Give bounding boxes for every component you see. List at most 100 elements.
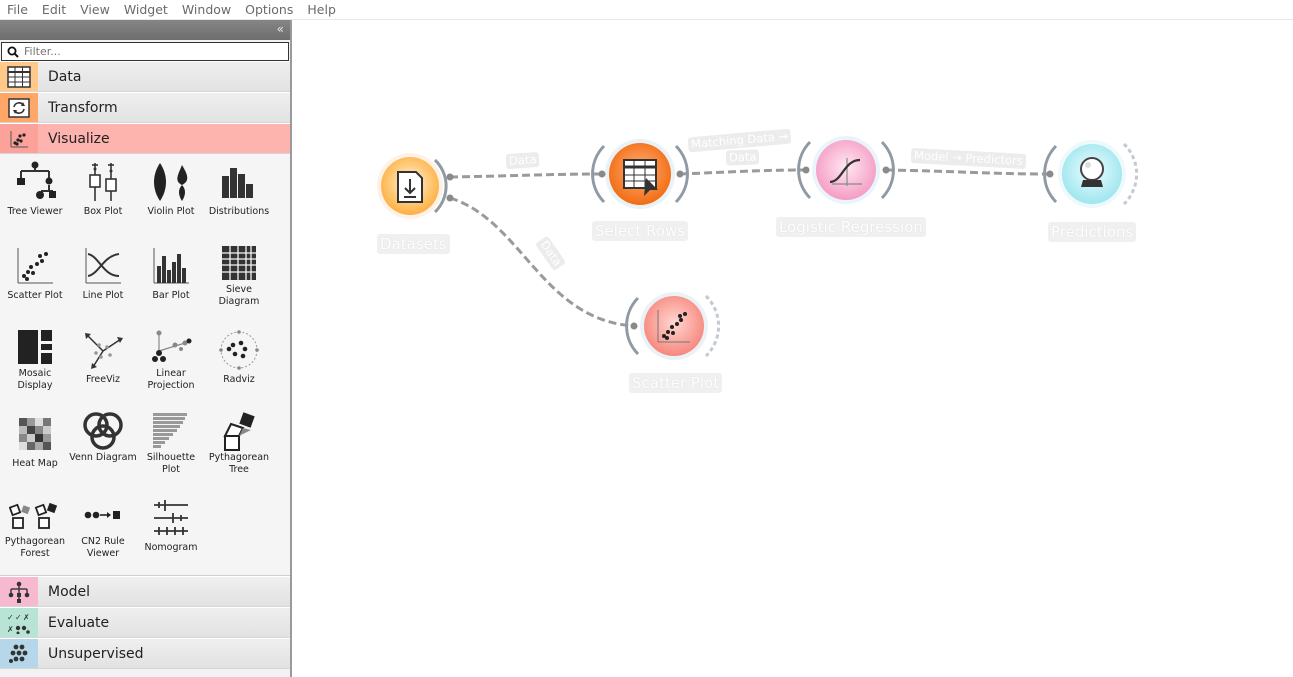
category-label: Transform [48,99,118,116]
widget-label: Pythagorean Tree [208,452,270,475]
box-plot-icon [69,158,137,206]
widget-pythagorean-tree[interactable]: Pythagorean Tree [205,406,273,490]
widget-linear-projection[interactable]: Linear Projection [137,322,205,406]
node-select-rows[interactable] [591,139,689,209]
radviz-icon [205,326,273,374]
widget-distributions[interactable]: Distributions [205,154,273,238]
mosaic-display-icon [1,326,69,368]
collapse-toolbox-button[interactable]: « [276,22,284,36]
widget-label: Linear Projection [147,368,195,391]
svg-text:✗: ✗ [23,613,30,622]
svg-text:✗: ✗ [7,625,14,634]
model-icon [0,577,38,606]
select-rows-icon [623,159,658,196]
node-title-predictions[interactable]: Predictions [1048,222,1137,242]
widget-mosaic-display[interactable]: Mosaic Display [1,322,69,406]
category-label: Unsupervised [48,645,144,662]
widget-label: Nomogram [144,542,198,553]
widget-silhouette-plot[interactable]: Silhouette Plot [137,406,205,490]
node-logistic-regression[interactable] [797,136,895,204]
widget-violin-plot[interactable]: Violin Plot [137,154,205,238]
widget-radviz[interactable]: Radviz [205,322,273,406]
widget-label: FreeViz [85,374,121,385]
widget-tree-viewer[interactable]: Tree Viewer [1,154,69,238]
freeviz-icon [69,326,137,374]
widget-venn-diagram[interactable]: Venn Diagram [69,406,137,490]
widget-sieve-diagram[interactable]: Sieve Diagram [205,238,273,322]
menu-window[interactable]: Window [181,2,232,17]
menu-edit[interactable]: Edit [41,2,67,17]
widget-label: Silhouette Plot [146,452,196,475]
violin-plot-icon [137,158,205,206]
link-datasets-scatterplot[interactable] [449,196,635,328]
line-plot-icon [69,242,137,290]
node-scatter-plot[interactable] [625,292,721,360]
scatter-plot-icon [657,310,690,343]
widget-box-plot[interactable]: Box Plot [69,154,137,238]
download-icon [397,171,423,203]
nomogram-icon [137,494,205,542]
widget-label: Radviz [223,374,255,385]
widget-label: CN2 Rule Viewer [81,536,125,559]
visualize-widget-grid: Tree Viewer Box Plot Violin Plot Distrib… [0,154,290,576]
menu-widget[interactable]: Widget [123,2,168,17]
category-label: Data [48,68,82,85]
widget-label: Venn Diagram [69,452,137,463]
widget-freeviz[interactable]: FreeViz [69,322,137,406]
transform-icon [0,93,38,122]
node-title-datasets[interactable]: Datasets [377,234,450,254]
link-selectrows-logistic[interactable] [679,168,807,176]
category-label: Model [48,583,91,600]
category-label: Visualize [48,130,110,147]
widget-label: Sieve Diagram [218,284,260,307]
category-unsupervised[interactable]: Unsupervised [0,638,290,669]
widget-label: Bar Plot [152,290,190,301]
widget-toolbox: « Data Transform Visualize Tree Viewer [0,20,292,677]
workflow-canvas[interactable]: Datasets Select Rows Logistic Regression… [292,20,1293,677]
node-title-scatter-plot[interactable]: Scatter Plot [629,373,723,393]
category-evaluate[interactable]: ✓✓✗✗ Evaluate [0,607,290,638]
widget-heat-map[interactable]: Heat Map [1,406,69,490]
widget-pythagorean-forest[interactable]: Pythagorean Forest [1,490,69,574]
filter-field[interactable] [1,42,289,61]
toolbox-header: « [0,20,290,40]
menu-help[interactable]: Help [307,2,336,17]
link-logistic-predictions[interactable] [885,168,1051,176]
filter-input[interactable] [24,45,264,58]
category-data[interactable]: Data [0,61,290,92]
workflow-links-layer [377,136,1139,360]
heat-map-icon [1,410,69,458]
widget-line-plot[interactable]: Line Plot [69,238,137,322]
unsupervised-icon [0,639,38,668]
widget-label: Line Plot [82,290,124,301]
menu-view[interactable]: View [80,2,110,17]
link-label-data-2: Data [725,149,760,166]
widget-label: Scatter Plot [7,290,63,301]
pythagorean-tree-icon [205,410,273,452]
link-datasets-selectrows[interactable] [449,172,603,179]
widget-nomogram[interactable]: Nomogram [137,490,205,574]
svg-text:✓: ✓ [15,613,22,622]
node-datasets[interactable] [377,153,454,219]
logistic-curve-icon [829,158,862,186]
node-title-logistic-regression[interactable]: Logistic Regression [776,217,926,237]
menu-options[interactable]: Options [245,2,294,17]
widget-label: Box Plot [83,206,123,217]
category-visualize[interactable]: Visualize [0,123,290,154]
link-label-data: Data [505,151,540,170]
widget-label: Distributions [208,206,270,217]
widget-bar-plot[interactable]: Bar Plot [137,238,205,322]
pythagorean-forest-icon [1,494,69,536]
node-predictions[interactable] [1043,140,1139,208]
search-icon [2,46,24,58]
menu-file[interactable]: File [7,2,28,17]
category-model[interactable]: Model [0,576,290,607]
category-transform[interactable]: Transform [0,92,290,123]
table-icon [0,62,38,91]
widget-cn2-rule-viewer[interactable]: CN2 Rule Viewer [69,490,137,574]
crystal-ball-icon [1080,157,1104,187]
widget-scatter-plot[interactable]: Scatter Plot [1,238,69,322]
node-title-select-rows[interactable]: Select Rows [592,221,689,241]
scatter-plot-icon [1,242,69,290]
silhouette-plot-icon [137,410,205,452]
